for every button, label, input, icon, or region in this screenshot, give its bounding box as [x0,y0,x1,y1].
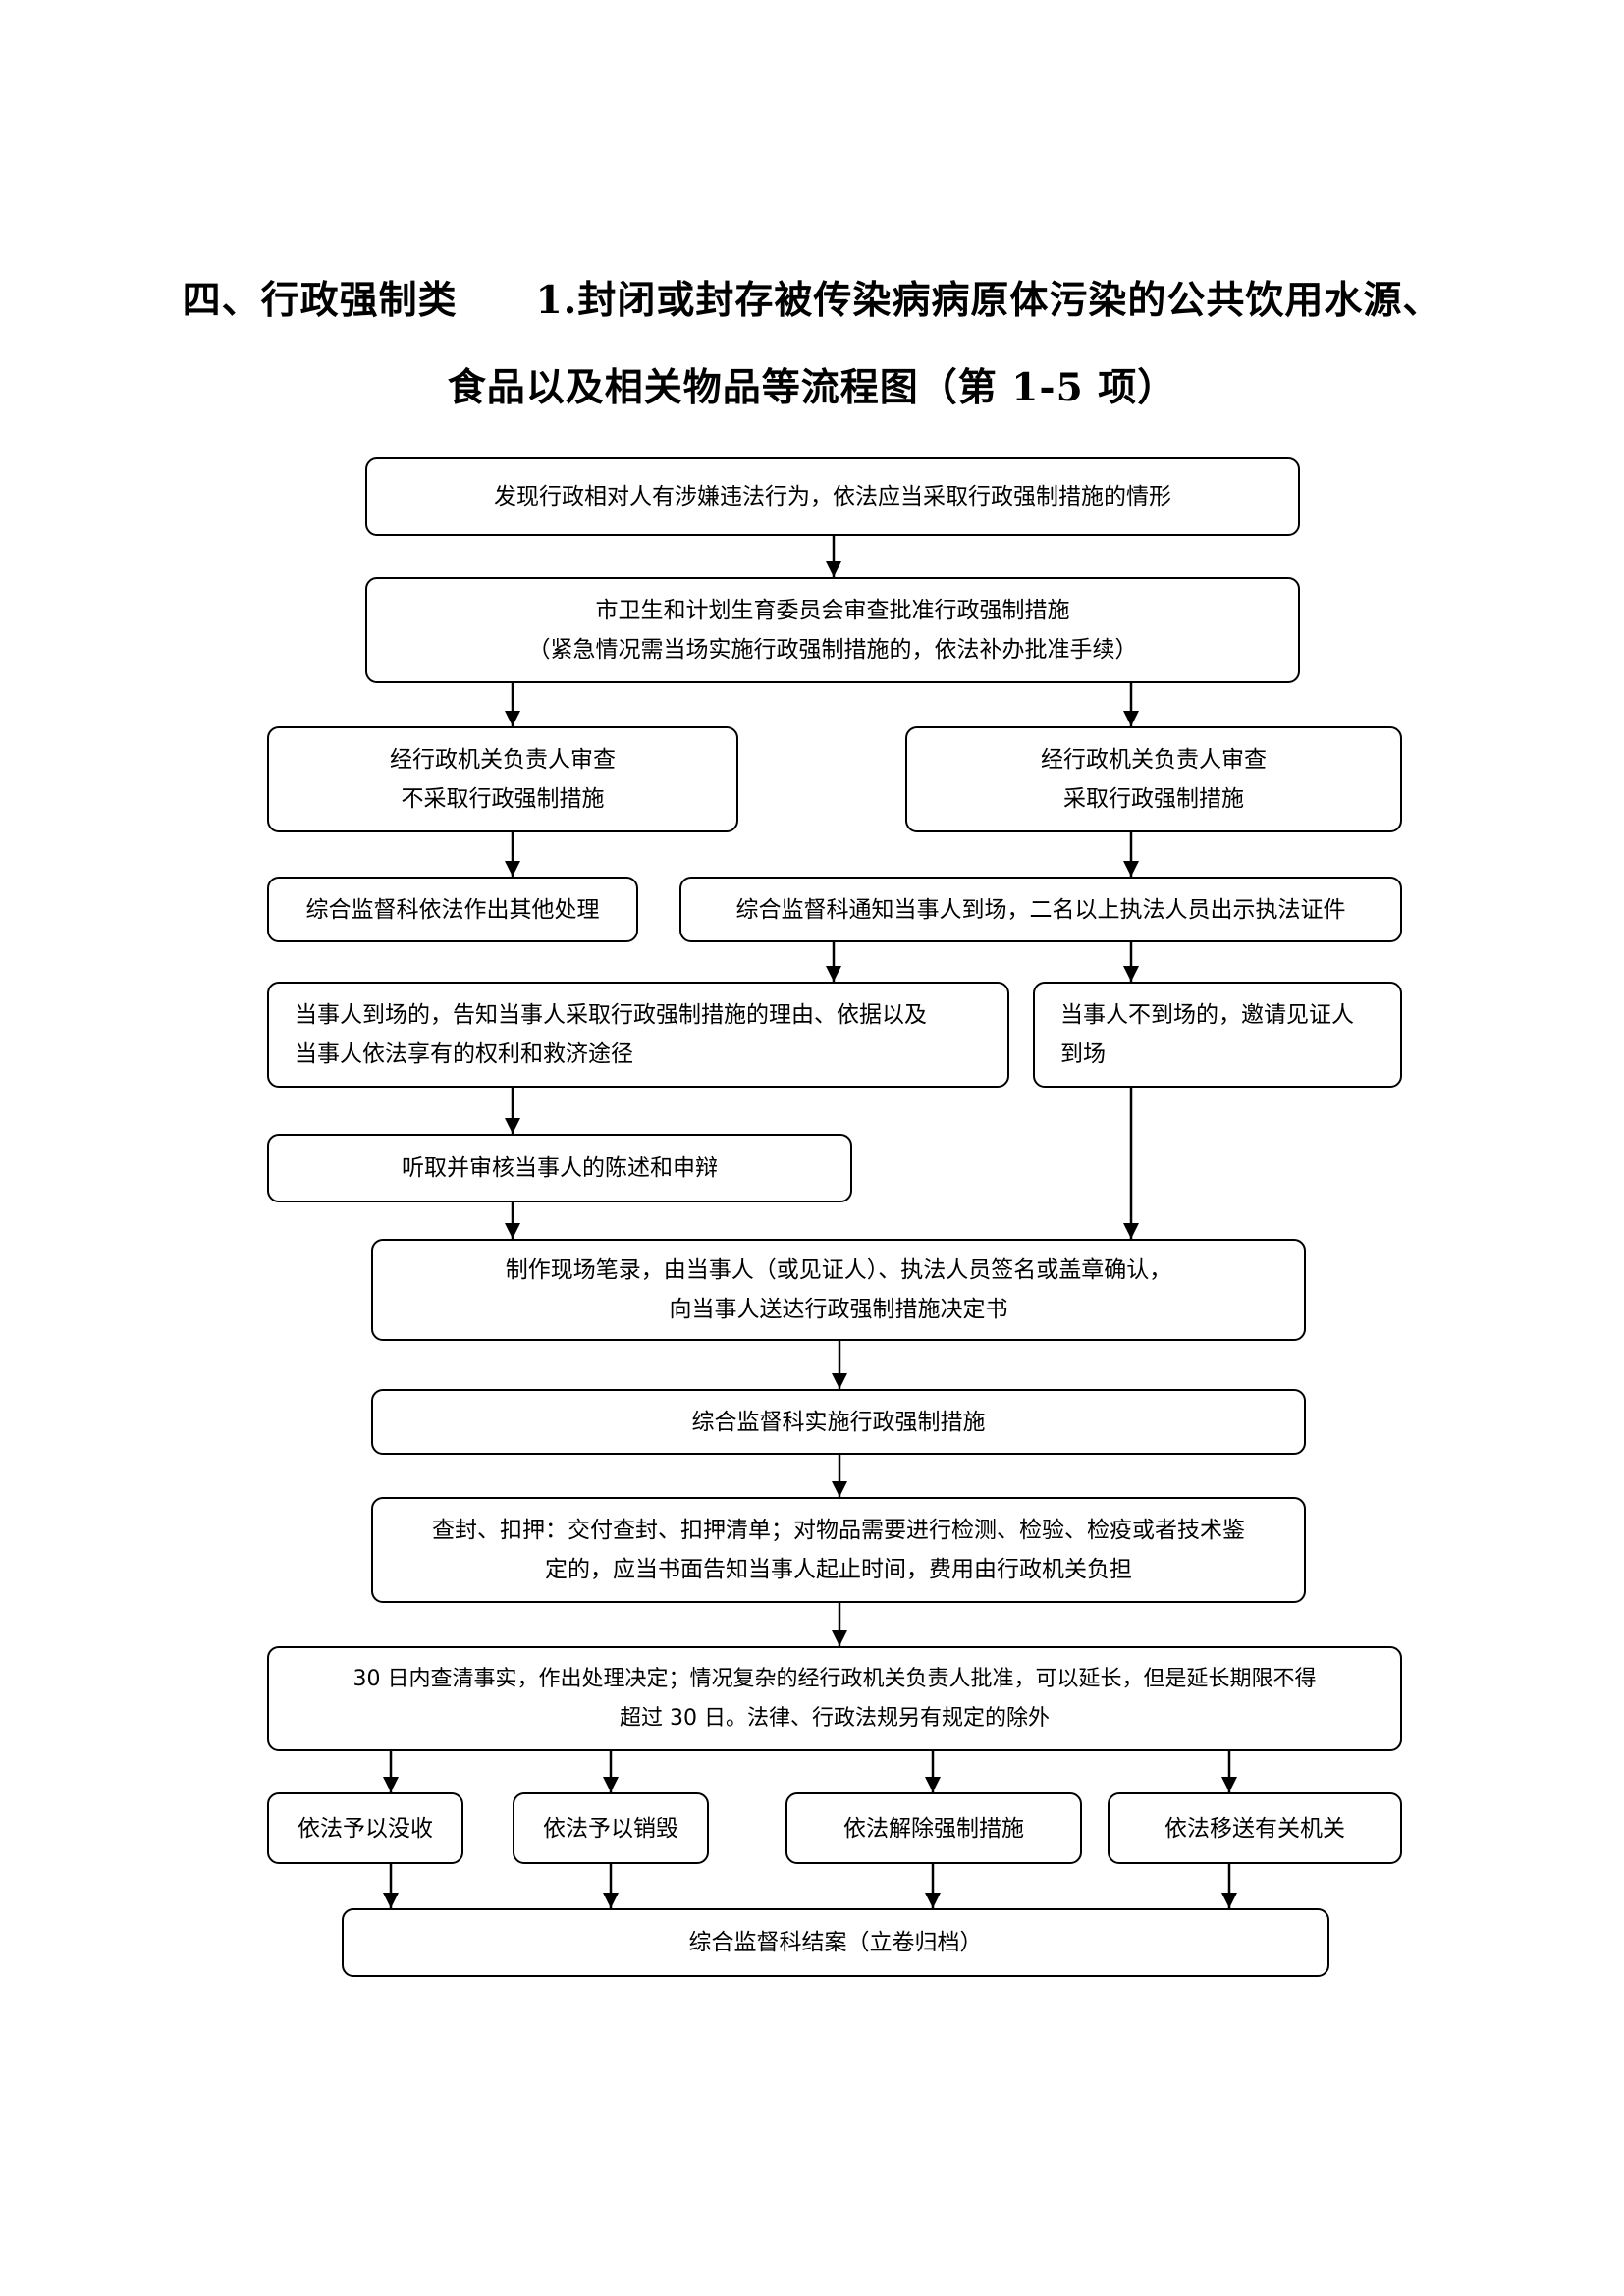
node-close-case: 综合监督科结案（立卷归档） [342,1908,1329,1977]
node-notify: 综合监督科通知当事人到场，二名以上执法人员出示执法证件 [679,877,1402,942]
node-text: 不采取行政强制措施 [401,786,605,812]
diagram-title-line-1: 四、行政强制类 1.封闭或封存被传染病病原体污染的公共饮用水源、 [182,278,1442,323]
node-release: 依法解除强制措施 [785,1792,1082,1864]
node-approve: 市卫生和计划生育委员会审查批准行政强制措施 （紧急情况需当场实施行政强制措施的，… [365,577,1300,683]
node-text: 综合监督科通知当事人到场，二名以上执法人员出示执法证件 [735,896,1346,923]
node-record: 制作现场笔录，由当事人（或见证人）、执法人员签名或盖章确认， 向当事人送达行政强… [371,1239,1306,1341]
node-text: 综合监督科依法作出其他处理 [305,896,600,923]
node-text: 依法予以没收 [298,1815,433,1842]
node-destroy: 依法予以销毁 [513,1792,709,1864]
diagram-title-line-2: 食品以及相关物品等流程图（第 1-5 项） [447,365,1177,410]
node-text: 依法移送有关机关 [1164,1815,1345,1842]
node-text: 定的，应当书面告知当事人起止时间，费用由行政机关负担 [545,1557,1132,1582]
node-confiscate: 依法予以没收 [267,1792,463,1864]
node-text: 向当事人送达行政强制措施决定书 [669,1297,1008,1322]
node-text: 听取并审核当事人的陈述和申辩 [402,1155,718,1181]
node-text: 市卫生和计划生育委员会审查批准行政强制措施 [595,598,1070,623]
node-other-handling: 综合监督科依法作出其他处理 [267,877,638,942]
node-text: 综合监督科实施行政强制措施 [691,1409,986,1435]
node-take-measure: 经行政机关负责人审查 采取行政强制措施 [905,726,1402,832]
node-text: （紧急情况需当场实施行政强制措施的，依法补办批准手续） [527,637,1138,663]
node-text: 超过 30 日。法律、行政法规另有规定的除外 [620,1705,1050,1731]
node-text: 制作现场笔录，由当事人（或见证人）、执法人员签名或盖章确认， [505,1257,1172,1283]
node-text: 30 日内查清事实，作出处理决定；情况复杂的经行政机关负责人批准，可以延长，但是… [352,1666,1317,1691]
node-text: 采取行政强制措施 [1063,786,1244,812]
node-text: 发现行政相对人有涉嫌违法行为，依法应当采取行政强制措施的情形 [494,484,1171,509]
node-text: 到场 [1060,1041,1106,1067]
node-seal: 查封、扣押：交付查封、扣押清单；对物品需要进行检测、检验、检疫或者技术鉴 定的，… [371,1497,1306,1603]
node-text: 当事人到场的，告知当事人采取行政强制措施的理由、依据以及 [295,1002,927,1028]
node-implement: 综合监督科实施行政强制措施 [371,1389,1306,1455]
node-text: 依法予以销毁 [543,1815,678,1842]
node-party-absent: 当事人不到场的，邀请见证人 到场 [1033,982,1402,1088]
node-text: 经行政机关负责人审查 [390,747,616,773]
node-text: 当事人不到场的，邀请见证人 [1060,1002,1354,1028]
node-discover: 发现行政相对人有涉嫌违法行为，依法应当采取行政强制措施的情形 [365,457,1300,536]
node-no-measure: 经行政机关负责人审查 不采取行政强制措施 [267,726,738,832]
node-text: 查封、扣押：交付查封、扣押清单；对物品需要进行检测、检验、检疫或者技术鉴 [432,1518,1245,1543]
node-transfer: 依法移送有关机关 [1108,1792,1402,1864]
node-party-present: 当事人到场的，告知当事人采取行政强制措施的理由、依据以及 当事人依法享有的权利和… [267,982,1009,1088]
node-text: 依法解除强制措施 [843,1815,1024,1842]
node-decide: 30 日内查清事实，作出处理决定；情况复杂的经行政机关负责人批准，可以延长，但是… [267,1646,1402,1751]
node-text: 当事人依法享有的权利和救济途径 [295,1041,633,1067]
node-text: 综合监督科结案（立卷归档） [688,1930,983,1955]
node-hear-statement: 听取并审核当事人的陈述和申辩 [267,1134,852,1202]
node-text: 经行政机关负责人审查 [1041,747,1267,773]
